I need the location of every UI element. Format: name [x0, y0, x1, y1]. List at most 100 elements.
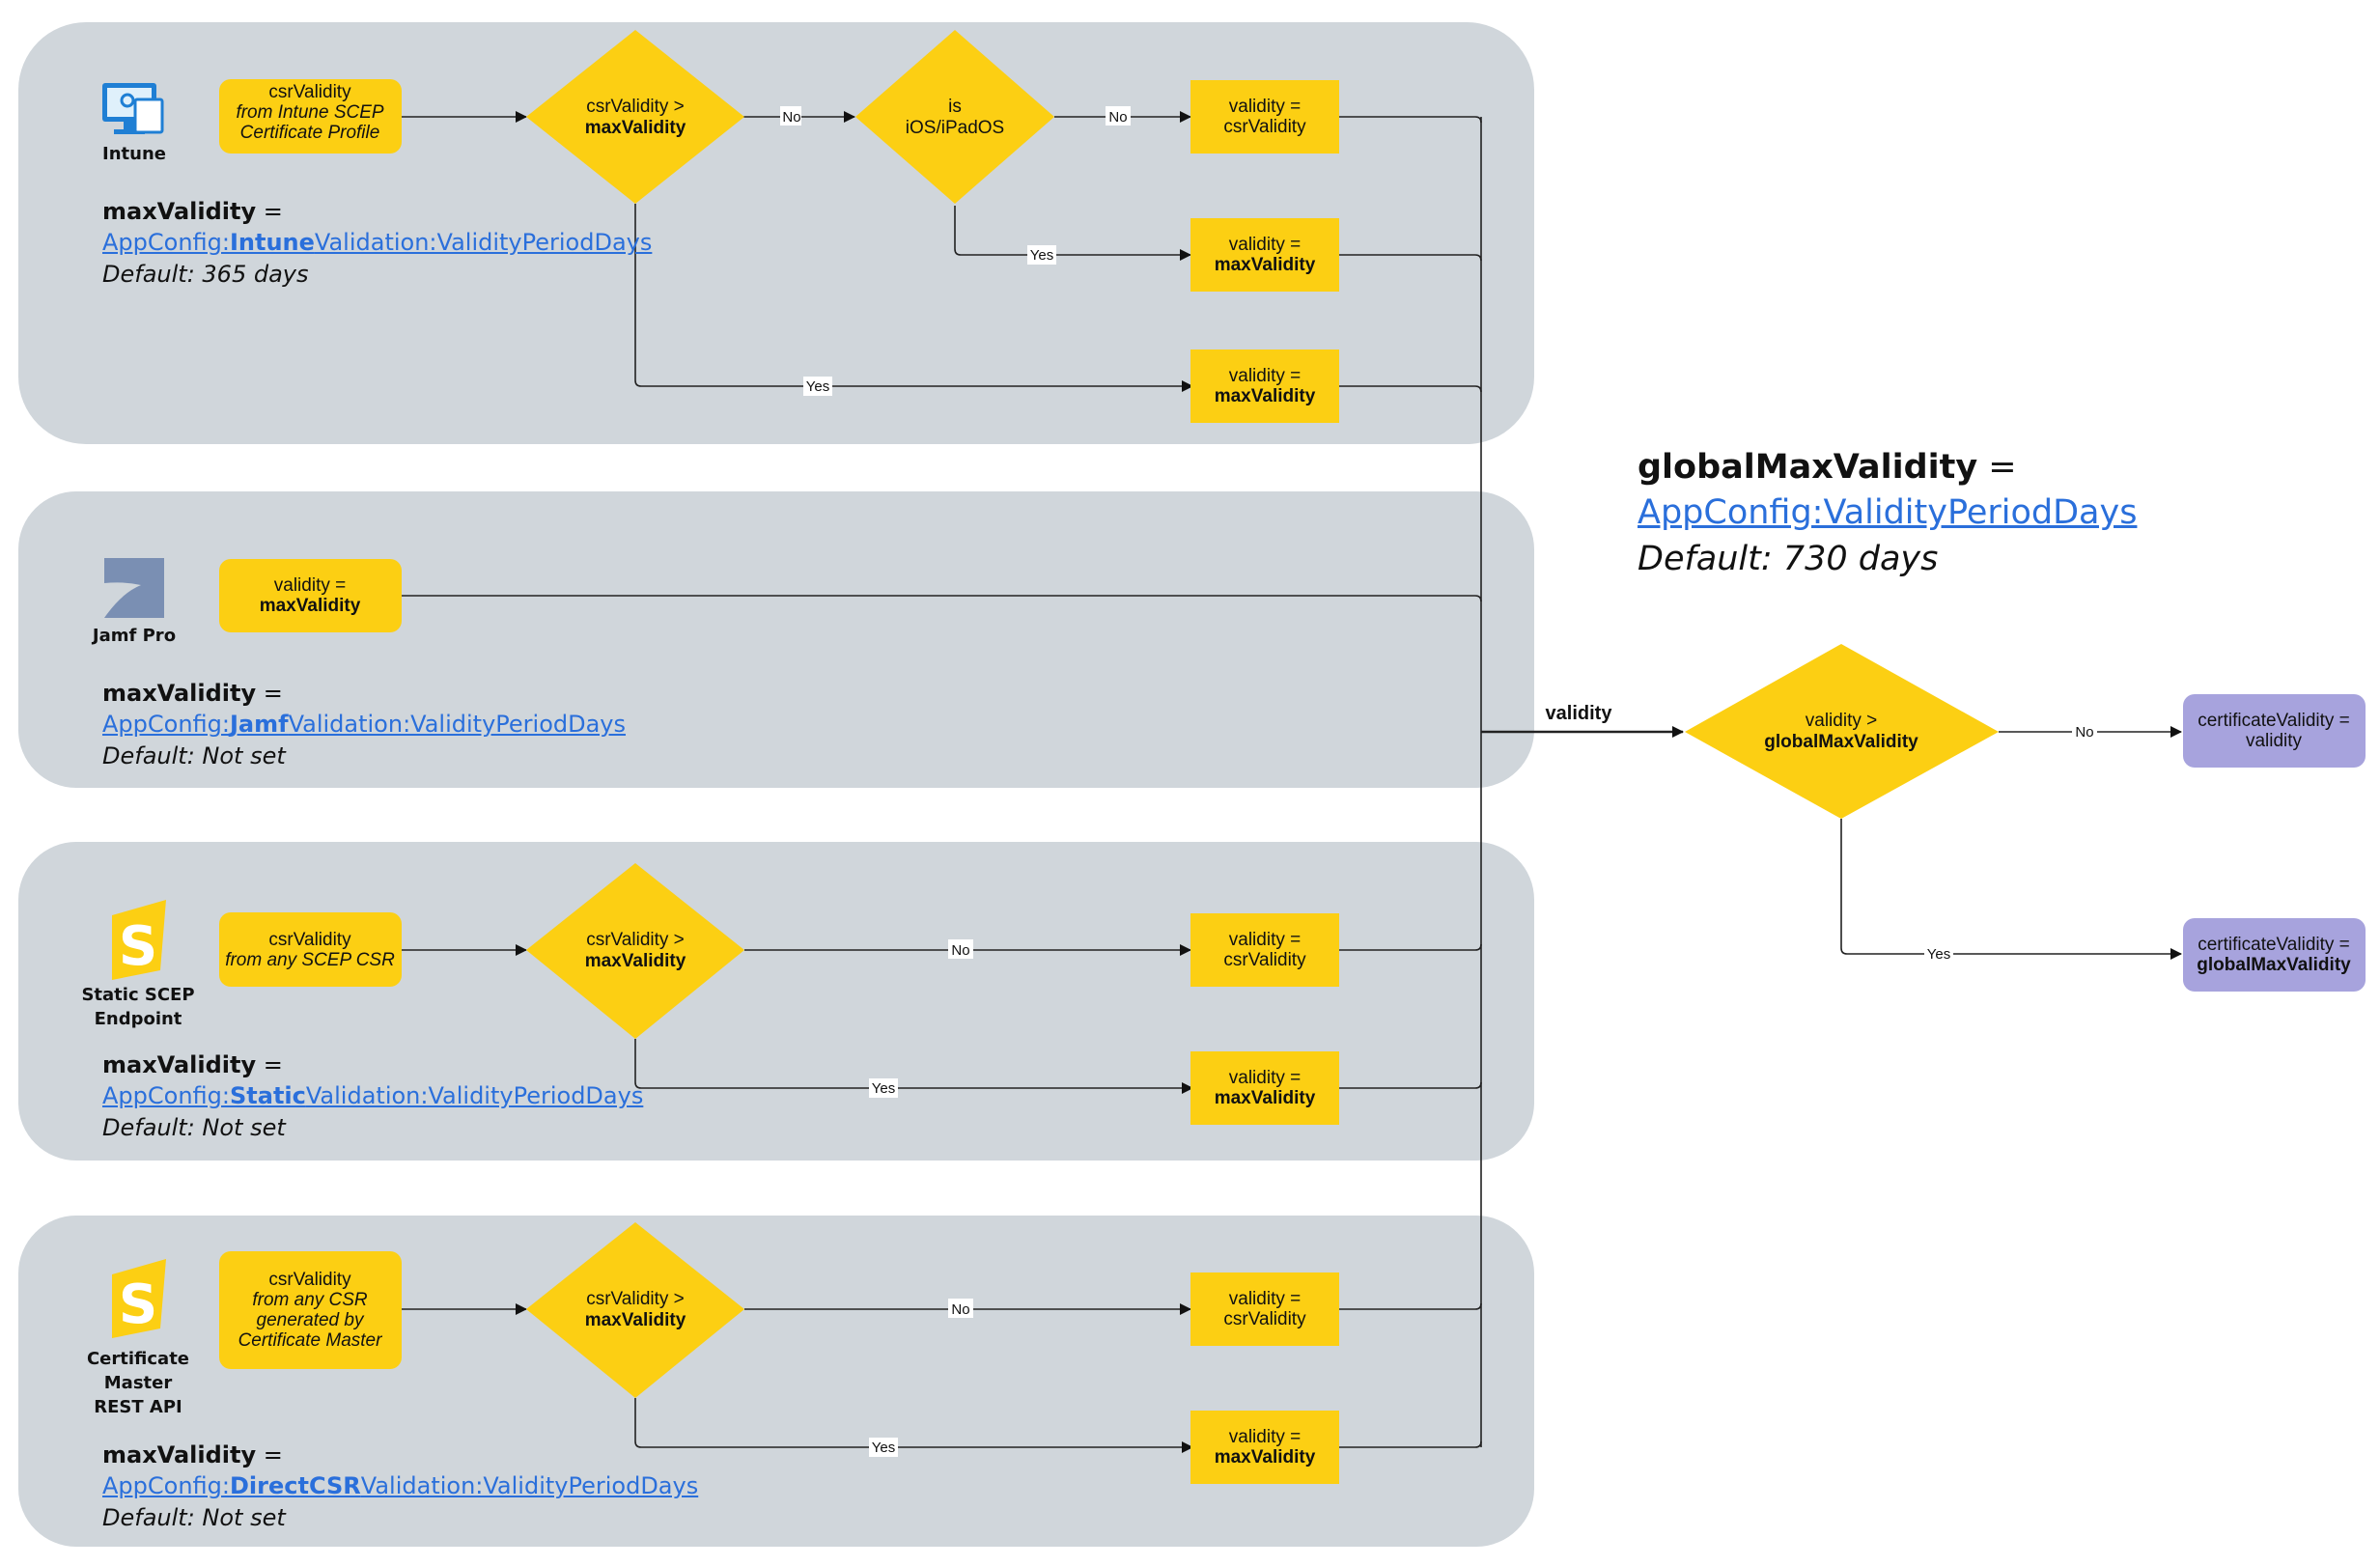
direct-config-default: Default: Not set [102, 1503, 286, 1531]
intune-config-key: maxValidity [102, 198, 257, 225]
label-ios-no: No [1106, 106, 1131, 126]
direct-output-maxvalidity: validity = maxValidity [1190, 1411, 1339, 1484]
result-certificatevalidity-validity: certificateValidity = validity [2183, 694, 2366, 768]
svg-text:validity >: validity > [1806, 711, 1877, 731]
jamf-config-eq: = [256, 680, 283, 707]
svg-text:validity =: validity = [1229, 1289, 1301, 1309]
jamf-config-default: Default: Not set [102, 741, 286, 769]
svg-text:csrValidity: csrValidity [268, 82, 351, 102]
svg-text:Yes: Yes [872, 1080, 895, 1097]
svg-text:Yes: Yes [1927, 946, 1950, 963]
svg-text:maxValidity: maxValidity [585, 118, 686, 138]
intune-output-csrvalidity: validity = csrValidity [1190, 80, 1339, 154]
label-global-no: No [2072, 721, 2097, 741]
svg-text:csrValidity >: csrValidity > [586, 1289, 685, 1309]
svg-text:csrValidity >: csrValidity > [586, 930, 685, 950]
svg-text:No: No [1108, 109, 1127, 126]
direct-output-csrvalidity: validity = csrValidity [1190, 1272, 1339, 1346]
svg-text:validity =: validity = [1229, 366, 1301, 386]
label-static-no: No [948, 939, 973, 959]
svg-text:validity =: validity = [1229, 930, 1301, 950]
static-config-default: Default: Not set [102, 1113, 286, 1141]
svg-text:maxValidity: maxValidity [1215, 1088, 1316, 1108]
edge-global-yes [1840, 819, 2182, 960]
intune-input-box: csrValidity from Intune SCEP Certificate… [219, 79, 402, 154]
intune-config-link[interactable]: AppConfig:IntuneValidation:ValidityPerio… [102, 229, 653, 257]
edge-static-yes-to-max [634, 1039, 1193, 1094]
svg-text:Certificate Master: Certificate Master [238, 1330, 383, 1351]
jamf-provider-label: Jamf Pro [91, 626, 176, 646]
jamf-output-box: validity = maxValidity [219, 559, 402, 632]
svg-text:No: No [951, 942, 969, 959]
svg-text:csrValidity: csrValidity [268, 930, 351, 950]
svg-text:No: No [782, 109, 800, 126]
direct-input-box: csrValidity from any CSR generated by Ce… [219, 1251, 402, 1369]
svg-text:globalMaxValidity: globalMaxValidity [2197, 955, 2351, 975]
svg-text:csrValidity: csrValidity [268, 1270, 351, 1290]
svg-text:validity: validity [2246, 731, 2303, 751]
edge-ios-yes-to-max [954, 206, 1191, 261]
svg-text:validity =: validity = [1229, 97, 1301, 117]
svg-text:Certificate Profile: Certificate Profile [240, 123, 380, 143]
direct-provider-label-2: Master [104, 1373, 173, 1393]
svg-text:validity =: validity = [274, 575, 346, 596]
intune-config-eq: = [256, 198, 283, 225]
static-provider-label-2: Endpoint [95, 1009, 182, 1029]
label-intune-no: No [780, 106, 801, 126]
global-config-default: Default: 730 days [1638, 539, 1939, 578]
certificate-master-logo-icon: S [112, 1259, 166, 1338]
svg-text:iOS/iPadOS: iOS/iPadOS [906, 118, 1004, 138]
static-output-csrvalidity: validity = csrValidity [1190, 913, 1339, 987]
direct-config-key: maxValidity [102, 1441, 257, 1468]
direct-config: maxValidity = AppConfig:DirectCSRValidat… [102, 1440, 698, 1533]
edge-intune-yes-to-max [634, 204, 1193, 392]
intune-config-default: Default: 365 days [102, 260, 309, 288]
static-output-maxvalidity: validity = maxValidity [1190, 1051, 1339, 1125]
svg-text:from any SCEP CSR: from any SCEP CSR [225, 950, 395, 970]
svg-text:from Intune SCEP: from Intune SCEP [236, 102, 383, 123]
label-direct-no: No [948, 1299, 973, 1318]
svg-text:csrValidity >: csrValidity > [586, 97, 685, 117]
label-ios-yes: Yes [1027, 245, 1056, 265]
static-provider-label-1: Static SCEP [81, 985, 194, 1005]
svg-text:is: is [948, 97, 962, 117]
intune-output-maxvalidity: validity = maxValidity [1190, 350, 1339, 423]
svg-text:maxValidity: maxValidity [1215, 386, 1316, 406]
svg-text:certificateValidity =: certificateValidity = [2198, 711, 2350, 731]
label-static-yes: Yes [869, 1078, 898, 1098]
direct-maxvalidity-decision: csrValidity > maxValidity [526, 1222, 744, 1398]
static-config: maxValidity = AppConfig:StaticValidation… [102, 1049, 643, 1143]
svg-text:No: No [951, 1301, 969, 1318]
static-config-eq: = [256, 1051, 283, 1078]
global-config-key: globalMaxValidity [1638, 448, 1978, 487]
label-validity: validity [1546, 703, 1613, 724]
svg-text:maxValidity: maxValidity [1215, 1447, 1316, 1468]
label-direct-yes: Yes [869, 1438, 898, 1457]
label-intune-yes: Yes [803, 377, 832, 396]
svg-text:S: S [119, 1273, 157, 1336]
svg-text:certificateValidity =: certificateValidity = [2198, 935, 2350, 955]
jamf-config-link[interactable]: AppConfig:JamfValidation:ValidityPeriodD… [102, 711, 627, 739]
svg-text:csrValidity: csrValidity [1223, 950, 1306, 970]
svg-text:maxValidity: maxValidity [585, 951, 686, 971]
intune-provider-label: Intune [102, 144, 166, 164]
static-input-box: csrValidity from any SCEP CSR [219, 912, 402, 987]
global-config: globalMaxValidity = AppConfig:ValidityPe… [1638, 445, 2137, 582]
intune-output-maxvalidity-ios: validity = maxValidity [1190, 218, 1339, 292]
svg-text:Yes: Yes [872, 1440, 895, 1456]
svg-text:globalMaxValidity: globalMaxValidity [1764, 732, 1918, 752]
svg-text:validity =: validity = [1229, 1068, 1301, 1088]
svg-text:No: No [2075, 724, 2093, 741]
static-config-link[interactable]: AppConfig:StaticValidation:ValidityPerio… [102, 1082, 644, 1110]
svg-text:generated by: generated by [257, 1310, 365, 1330]
svg-text:from any CSR: from any CSR [252, 1290, 368, 1310]
svg-text:Yes: Yes [806, 378, 829, 395]
direct-config-link[interactable]: AppConfig:DirectCSRValidation:ValidityPe… [102, 1472, 699, 1500]
svg-text:maxValidity: maxValidity [1215, 255, 1316, 275]
intune-config: maxValidity = AppConfig:IntuneValidation… [102, 196, 652, 290]
svg-text:Yes: Yes [1030, 247, 1053, 264]
direct-provider-label-1: Certificate [87, 1349, 189, 1369]
intune-monitor-icon [102, 83, 164, 134]
global-config-link[interactable]: AppConfig:ValidityPeriodDays [1638, 493, 2138, 533]
